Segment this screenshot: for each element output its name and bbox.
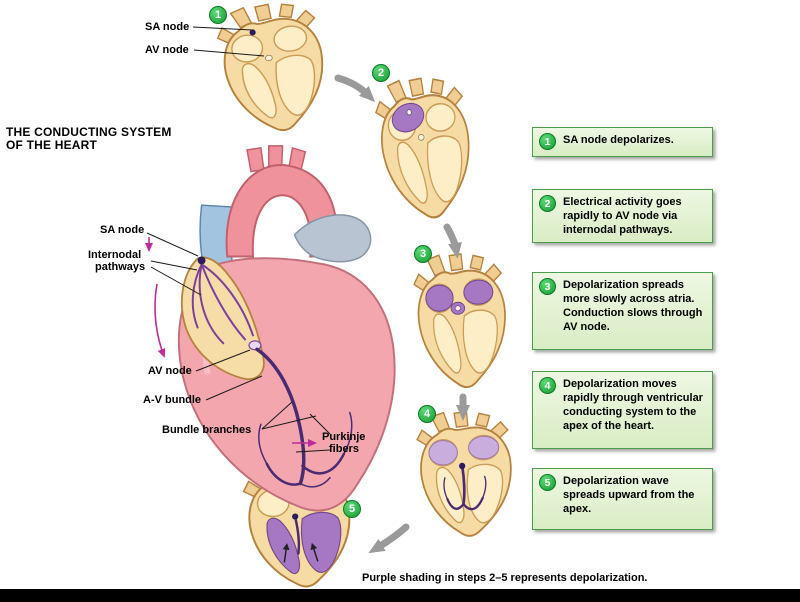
step-3-marker: 3 bbox=[414, 245, 432, 263]
ventricular-conducting-system bbox=[255, 347, 353, 488]
step-4-text: Depolarization moves rapidly through ven… bbox=[563, 378, 703, 432]
purkinje-fibers-label-line2: fibers bbox=[329, 443, 359, 455]
av-bundle-line bbox=[460, 464, 466, 506]
av-node-dot bbox=[248, 340, 262, 351]
step-1-badge: 1 bbox=[539, 133, 556, 150]
flow-arrow-1-2 bbox=[334, 74, 376, 103]
depolarized-left-ventricle bbox=[301, 511, 342, 573]
step-1-marker: 1 bbox=[209, 6, 227, 24]
purkinje-fibers-label: Purkinje fibers bbox=[322, 431, 365, 455]
step-box-2: 2 Electrical activity goes rapidly to AV… bbox=[532, 189, 713, 243]
step-5-text: Depolarization wave spreads upward from … bbox=[563, 475, 695, 515]
heart-step1-illustration bbox=[213, 0, 333, 139]
step-2-text: Electrical activity goes rapidly to AV n… bbox=[563, 196, 682, 236]
pulmonary-artery bbox=[293, 214, 372, 263]
heart-step5-illustration bbox=[240, 454, 357, 593]
repolarizing-right-atrium bbox=[428, 440, 458, 466]
av-node-label: AV node bbox=[148, 365, 192, 377]
purkinje-fiber-right bbox=[482, 475, 487, 499]
internodal-pathways-label-line2: pathways bbox=[95, 261, 146, 273]
step-4-badge: 4 bbox=[539, 377, 556, 394]
figure-title: THE CONDUCTING SYSTEM OF THE HEART bbox=[6, 126, 216, 152]
depolarized-atrium-region bbox=[391, 102, 425, 133]
opened-atrium-wall bbox=[180, 256, 265, 380]
step-box-3: 3 Depolarization spreads more slowly acr… bbox=[532, 272, 713, 350]
sa-node-label: SA node bbox=[100, 224, 145, 236]
step-1-text: SA node depolarizes. bbox=[563, 134, 674, 146]
depolarized-right-atrium bbox=[425, 284, 454, 312]
step-3-badge: 3 bbox=[539, 278, 556, 295]
bundle-branches-label: Bundle branches bbox=[162, 424, 252, 436]
av-bundle-line bbox=[294, 516, 301, 555]
step-4-marker: 4 bbox=[418, 405, 436, 423]
repolarizing-left-atrium bbox=[468, 435, 500, 460]
internodal-pathways-label: Internodal pathways bbox=[88, 249, 145, 273]
depolarized-left-atrium bbox=[463, 279, 494, 305]
purkinje-fibers-label-line1: Purkinje bbox=[322, 431, 366, 443]
step-box-4: 4 Depolarization moves rapidly through v… bbox=[532, 371, 713, 449]
step-3-text: Depolarization spreads more slowly acros… bbox=[563, 279, 703, 333]
internodal-pathways-label-line1: Internodal bbox=[88, 249, 142, 261]
flow-arrow-4-5 bbox=[368, 523, 410, 554]
heart-step4-illustration bbox=[415, 409, 515, 539]
inset-av-node-label: AV node bbox=[145, 44, 189, 56]
heart-step3-illustration bbox=[411, 250, 510, 391]
bottom-bar bbox=[0, 589, 800, 602]
purkinje-fiber-left bbox=[443, 477, 449, 500]
step-5-badge: 5 bbox=[539, 474, 556, 491]
figure-title-line2: OF THE HEART bbox=[6, 138, 98, 152]
figure-caption: Purple shading in steps 2–5 represents d… bbox=[362, 572, 648, 584]
inset-sa-node-label: SA node bbox=[145, 21, 190, 33]
step-2-marker: 2 bbox=[372, 64, 390, 82]
step-2-badge: 2 bbox=[539, 195, 556, 212]
magenta-arrow-internodal-to-av bbox=[154, 283, 166, 358]
upward-wave-arrow-right bbox=[310, 542, 319, 562]
av-bundle-label: A-V bundle bbox=[143, 394, 202, 406]
main-heart-illustration bbox=[177, 145, 396, 512]
step-box-1: 1 SA node depolarizes. bbox=[532, 127, 713, 157]
av-node-dot bbox=[265, 54, 273, 62]
av-node-dot bbox=[292, 513, 299, 520]
av-node-dot bbox=[459, 462, 466, 470]
av-node-dot bbox=[454, 305, 461, 312]
av-node-dot bbox=[417, 133, 425, 141]
heart-step2-illustration bbox=[371, 73, 478, 224]
sa-node-dot bbox=[249, 29, 256, 36]
sa-node-dot bbox=[197, 256, 206, 265]
upward-wave-arrow-left bbox=[282, 543, 290, 563]
step-box-5: 5 Depolarization wave spreads upward fro… bbox=[532, 468, 713, 530]
figure-title-line1: THE CONDUCTING SYSTEM bbox=[6, 125, 172, 139]
left-bundle-branch bbox=[446, 497, 465, 510]
step-5-marker: 5 bbox=[343, 500, 361, 518]
flow-arrow-2-3 bbox=[443, 223, 462, 259]
right-bundle-branch bbox=[462, 496, 484, 511]
sa-node-dot bbox=[406, 109, 412, 116]
